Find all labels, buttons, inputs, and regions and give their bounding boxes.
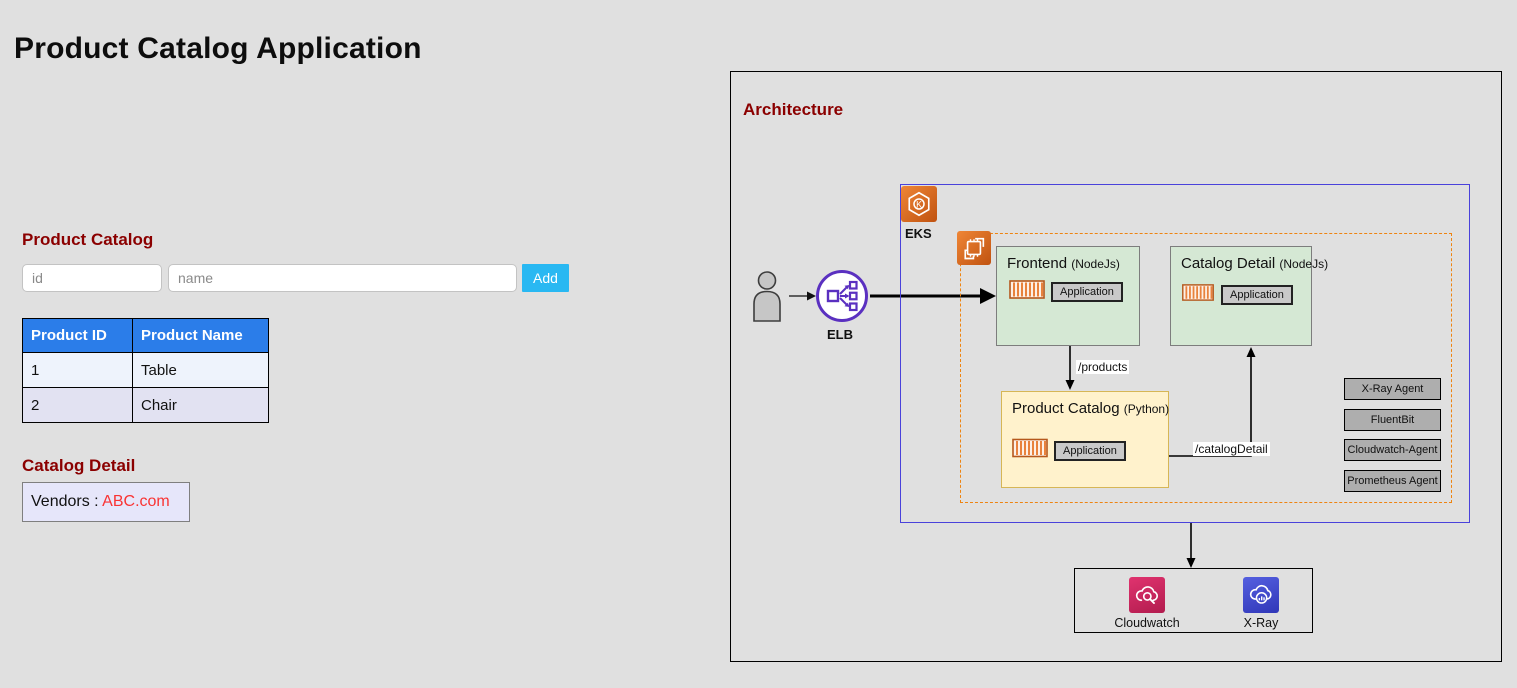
cloudwatch-label: Cloudwatch [1114,616,1180,630]
cell-product-id: 1 [22,352,133,388]
arrow-eks-to-monitoring [1186,523,1196,568]
container-stripes-icon [1012,438,1048,463]
containers-chip-icon [957,231,991,265]
catalog-detail-heading: Catalog Detail [22,456,136,476]
elb-icon [816,270,868,322]
eks-icon: K [901,186,937,222]
add-button[interactable]: Add [522,264,569,292]
architecture-heading: Architecture [743,100,844,119]
product-catalog-runtime: (Python) [1123,402,1170,416]
col-product-name: Product Name [132,318,269,353]
edge-label-products: /products [1076,360,1130,374]
cell-product-id: 2 [22,387,133,423]
eks-label: EKS [905,226,932,241]
edge-label-catalogdetail: /catalogDetail [1193,442,1270,456]
container-stripes-icon [1181,284,1215,306]
xray-label: X-Ray [1243,616,1279,630]
product-catalog-application-chip: Application [1054,440,1126,461]
agent-xray: X-Ray Agent [1344,378,1441,400]
catalog-detail-application-chip: Application [1221,285,1293,305]
col-product-id: Product ID [22,318,133,353]
agent-cloudwatch: Cloudwatch-Agent [1344,439,1441,461]
frontend-runtime: (NodeJs) [1071,257,1120,271]
product-name-input[interactable] [168,264,517,292]
page-title: Product Catalog Application [14,32,422,66]
pod-boundary-box [960,233,1452,503]
catalog-detail-title: Catalog Detail [1181,255,1280,272]
product-catalog-container-row: Application [1012,438,1126,463]
vendors-label: Vendors : [31,493,103,510]
table-row: 2 Chair [22,387,269,423]
table-row: 1 Table [22,352,269,388]
catalog-detail-container-row: Application [1181,284,1293,306]
xray-icon [1243,577,1279,613]
product-id-input[interactable] [22,264,162,292]
cell-product-name: Table [132,352,269,388]
frontend-title: Frontend [1007,255,1072,272]
monitoring-box [1074,568,1313,633]
product-catalog-heading: Product Catalog [22,230,154,250]
agent-prometheus: Prometheus Agent [1344,470,1441,492]
agent-fluentbit: FluentBit [1344,409,1441,431]
container-stripes-icon [1009,280,1045,304]
table-header-row: Product ID Product Name [22,318,269,353]
product-table: Product ID Product Name 1 Table 2 Chair [22,318,269,423]
cell-product-name: Chair [132,387,269,423]
architecture-panel: Architecture [730,71,1502,662]
frontend-container-row: Application [1009,280,1123,304]
svg-text:K: K [916,199,922,209]
catalog-detail-runtime: (NodeJs) [1279,257,1329,271]
vendors-box: Vendors : ABC.com [22,482,190,522]
vendor-link[interactable]: ABC.com [102,493,170,510]
arrow-user-to-elb [789,291,816,301]
frontend-application-chip: Application [1051,282,1123,302]
cloudwatch-icon [1129,577,1165,613]
product-catalog-title: Product Catalog [1012,400,1124,417]
eks-cluster-box [900,184,1470,523]
elb-label: ELB [827,327,853,342]
user-icon [747,270,787,327]
